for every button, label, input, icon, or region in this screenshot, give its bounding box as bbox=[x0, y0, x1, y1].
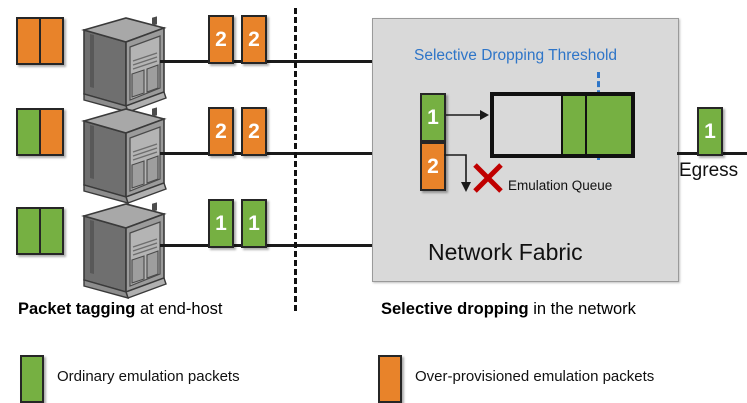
wire-packet-tag: 2 bbox=[208, 15, 234, 64]
swatch-green bbox=[18, 209, 39, 253]
swatch-orange bbox=[41, 110, 62, 154]
swatch-green bbox=[41, 209, 62, 253]
wire-packet-tag: 2 bbox=[241, 107, 267, 156]
admitted-packet: 1 bbox=[420, 93, 446, 142]
drop-arrow-icon bbox=[444, 154, 471, 192]
right-caption-bold: Selective dropping bbox=[381, 300, 529, 318]
swatch-orange bbox=[41, 19, 62, 63]
egress-packet: 1 bbox=[697, 107, 723, 156]
swatch-orange bbox=[18, 19, 39, 63]
threshold-label: Selective Dropping Threshold bbox=[414, 47, 618, 64]
server-icon-host-1 bbox=[81, 16, 167, 114]
emulation-queue bbox=[490, 92, 635, 158]
right-caption-rest: in the network bbox=[528, 300, 636, 318]
queue-slot-filled bbox=[609, 96, 631, 154]
queue-slot-filled bbox=[585, 96, 609, 154]
queue-slot-filled bbox=[561, 96, 585, 154]
legend-swatch-green bbox=[20, 355, 44, 403]
wire-packet-tag: 1 bbox=[241, 199, 267, 248]
admit-arrow-icon bbox=[446, 110, 489, 120]
left-caption-bold: Packet tagging bbox=[18, 300, 136, 318]
legend-swatch-orange bbox=[378, 355, 402, 403]
queue-label: Emulation Queue bbox=[508, 178, 613, 193]
server-icon-host-3 bbox=[81, 202, 167, 300]
dropped-packet: 2 bbox=[420, 142, 446, 191]
right-caption: Selective dropping in the network bbox=[381, 300, 636, 319]
left-caption-rest: at end-host bbox=[135, 300, 223, 318]
section-divider bbox=[294, 8, 297, 311]
host-3-tag-swatches bbox=[16, 207, 64, 255]
host-2-tag-swatches bbox=[16, 108, 64, 156]
left-caption: Packet tagging at end-host bbox=[18, 300, 223, 319]
legend-text-green: Ordinary emulation packets bbox=[57, 368, 240, 385]
egress-label: Egress bbox=[679, 160, 739, 181]
legend-text-orange: Over-provisioned emulation packets bbox=[415, 368, 655, 385]
wire-packet-tag: 2 bbox=[208, 107, 234, 156]
server-icon-host-2 bbox=[81, 107, 167, 205]
swatch-green bbox=[18, 110, 39, 154]
host-1-tag-swatches bbox=[16, 17, 64, 65]
wire-packet-tag: 2 bbox=[241, 15, 267, 64]
wire-packet-tag: 1 bbox=[208, 199, 234, 248]
drop-x-icon bbox=[473, 163, 503, 193]
fabric-label: Network Fabric bbox=[428, 239, 583, 265]
